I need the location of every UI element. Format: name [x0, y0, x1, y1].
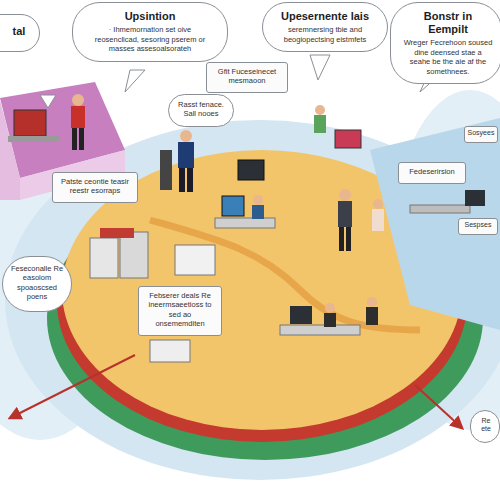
person-head	[315, 105, 325, 115]
person-leg	[79, 128, 84, 150]
person-leg	[187, 168, 193, 192]
heading-text: Upesernente lais	[276, 10, 374, 23]
monitor	[465, 190, 485, 206]
label-box: Sespses	[458, 218, 498, 235]
person-body	[372, 209, 384, 231]
label-box: Fedeserirsion	[398, 162, 466, 184]
label-box: Patste ceontie teasir reestr esorraps	[52, 172, 138, 203]
person-head	[72, 94, 84, 106]
arrow	[415, 385, 462, 428]
body-text: Rasst fenace. Sall nooes	[177, 100, 225, 119]
person-body	[314, 115, 326, 133]
body-text: · Ihmemornation set oive reosenclicad, s…	[86, 25, 214, 53]
person-leg	[72, 128, 77, 150]
monitor	[238, 160, 264, 180]
desk	[8, 136, 60, 142]
person-leg	[339, 227, 344, 251]
server	[120, 232, 148, 278]
server	[100, 228, 134, 238]
person-body	[178, 142, 194, 168]
bubble-tail	[40, 95, 56, 108]
person-body	[252, 205, 264, 219]
person-body	[366, 307, 378, 325]
speech-bubble: Re ete	[470, 410, 500, 443]
speech-bubble: Bonstr in EempiltWreger Fecrehoon soused…	[390, 2, 500, 84]
person-head	[180, 130, 192, 142]
person-body	[338, 201, 352, 227]
monitor	[14, 110, 46, 136]
right-platform	[370, 118, 500, 330]
speech-bubble: Upesernente lais seremnersing tbie and be…	[262, 2, 388, 52]
desk	[280, 325, 360, 335]
person-head	[373, 199, 383, 209]
heading-text: tal	[5, 25, 33, 38]
body-text: Gfit Fuceseinecet mesmaoon	[213, 67, 281, 86]
bubble-tail	[125, 70, 145, 92]
person-head	[339, 189, 351, 201]
body-text: Fedeserirsion	[405, 167, 459, 176]
label-box: Sosyees	[464, 126, 498, 143]
body-text: seremnersing tbie and beogiopectsing eis…	[276, 25, 374, 44]
desk	[410, 205, 470, 213]
heading-text: Bonstr in Eempilt	[403, 10, 493, 36]
bubble-tail	[310, 55, 330, 80]
body-text: Sespses	[461, 221, 495, 229]
body-text: Re ete	[476, 417, 496, 434]
person-head	[325, 303, 335, 313]
monitor	[222, 196, 244, 216]
body-text: Wreger Fecrehoon soused dine deensed sta…	[403, 38, 493, 76]
monitor	[335, 130, 361, 148]
heading-text: Upsintion	[86, 10, 214, 23]
body-text: Feseconalle Re easolom spoaoscsed poens	[9, 264, 65, 302]
desk	[215, 218, 275, 228]
podium	[160, 150, 172, 190]
arrow	[10, 355, 135, 418]
body-text: Febserer deals Re ineermsaeetioss to sed…	[145, 291, 215, 329]
person-body	[324, 313, 336, 327]
person-head	[253, 195, 263, 205]
speech-bubble: Upsintion · Ihmemornation set oive reosen…	[72, 2, 228, 62]
label-box: Gfit Fuceseinecet mesmaoon	[206, 62, 288, 93]
printer	[150, 340, 190, 362]
speech-bubble: tal	[0, 14, 40, 52]
person-body	[71, 106, 85, 128]
speech-bubble: Rasst fenace. Sall nooes	[168, 94, 234, 127]
person-leg	[179, 168, 185, 192]
person-leg	[346, 227, 351, 251]
server	[90, 238, 118, 278]
body-text: Sosyees	[467, 129, 495, 137]
callout-box: Febserer deals Re ineermsaeetioss to sed…	[138, 286, 222, 336]
monitor	[290, 306, 312, 324]
person-head	[367, 297, 377, 307]
speech-bubble: Feseconalle Re easolom spoaoscsed poens	[2, 256, 72, 312]
printer	[175, 245, 215, 275]
body-text: Patste ceontie teasir reestr esorraps	[59, 177, 131, 196]
